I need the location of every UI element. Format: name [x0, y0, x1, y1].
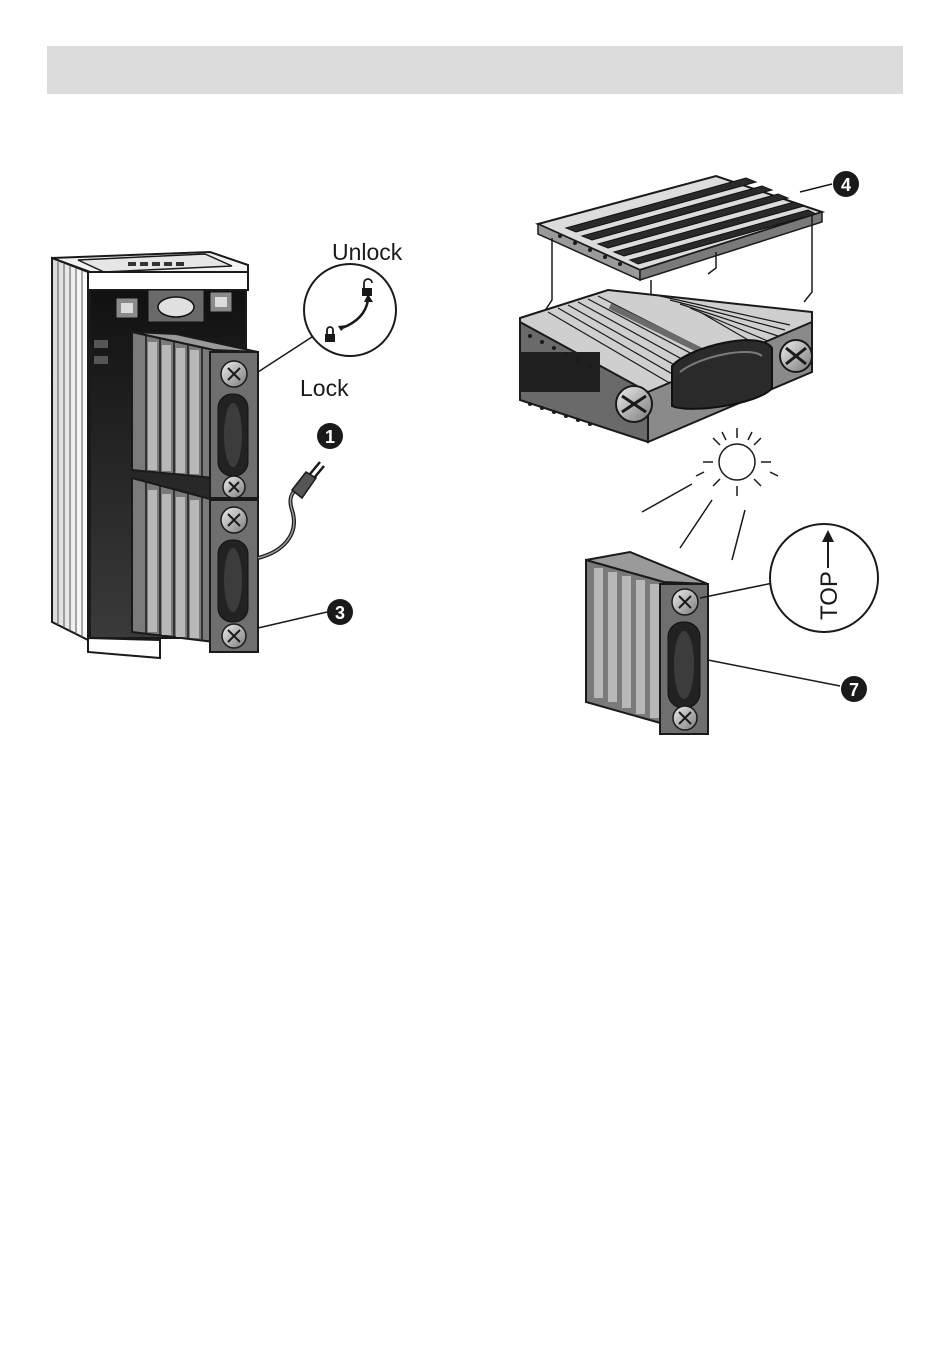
leader-line-3 [258, 612, 327, 628]
sun-icon [696, 428, 778, 496]
single-filter-cartridge [586, 552, 708, 734]
callout-7-number: 7 [849, 680, 859, 700]
unlock-label: Unlock [332, 239, 403, 265]
leader-line-7 [708, 660, 840, 686]
sun-rays [642, 484, 745, 560]
callout-1-number: 1 [325, 427, 335, 447]
filter-tray [520, 290, 812, 442]
leader-line-lock [258, 335, 315, 372]
lock-label: Lock [300, 375, 349, 401]
leader-line-top [700, 582, 778, 598]
pre-filter-grille [538, 176, 832, 280]
callout-4-number: 4 [841, 175, 851, 195]
plug-icon [292, 462, 324, 498]
lower-filter-cartridge [132, 478, 258, 652]
power-cord [258, 488, 298, 558]
top-label: TOP [816, 571, 843, 620]
lock-detail-circle [304, 264, 396, 356]
callout-3-number: 3 [335, 603, 345, 623]
